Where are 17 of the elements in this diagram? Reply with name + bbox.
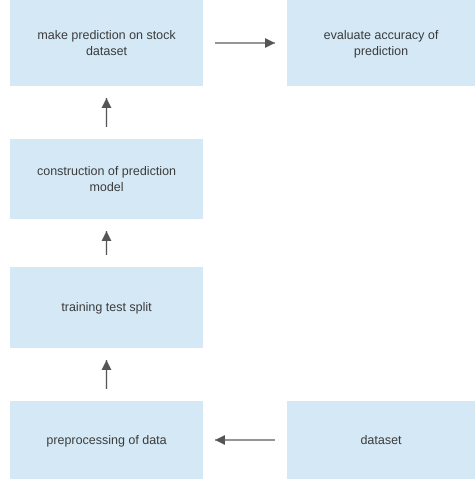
box-label: make prediction on stock dataset: [36, 26, 177, 60]
process-box: [10, 0, 203, 86]
box-label: dataset: [360, 432, 402, 448]
arrow: [215, 38, 275, 48]
arrow: [102, 98, 112, 127]
box-label: training test split: [61, 299, 152, 316]
arrow: [215, 435, 275, 445]
process-box: [287, 0, 475, 86]
box-label: preprocessing of data: [46, 432, 167, 448]
process-box: [10, 139, 203, 219]
box-label: construction of prediction model: [36, 162, 177, 196]
process-box: [10, 401, 203, 479]
box-label: evaluate accuracy of prediction: [322, 26, 440, 60]
arrow: [102, 231, 112, 255]
process-box: [10, 267, 203, 348]
arrow: [102, 360, 112, 389]
process-box: [287, 401, 475, 479]
